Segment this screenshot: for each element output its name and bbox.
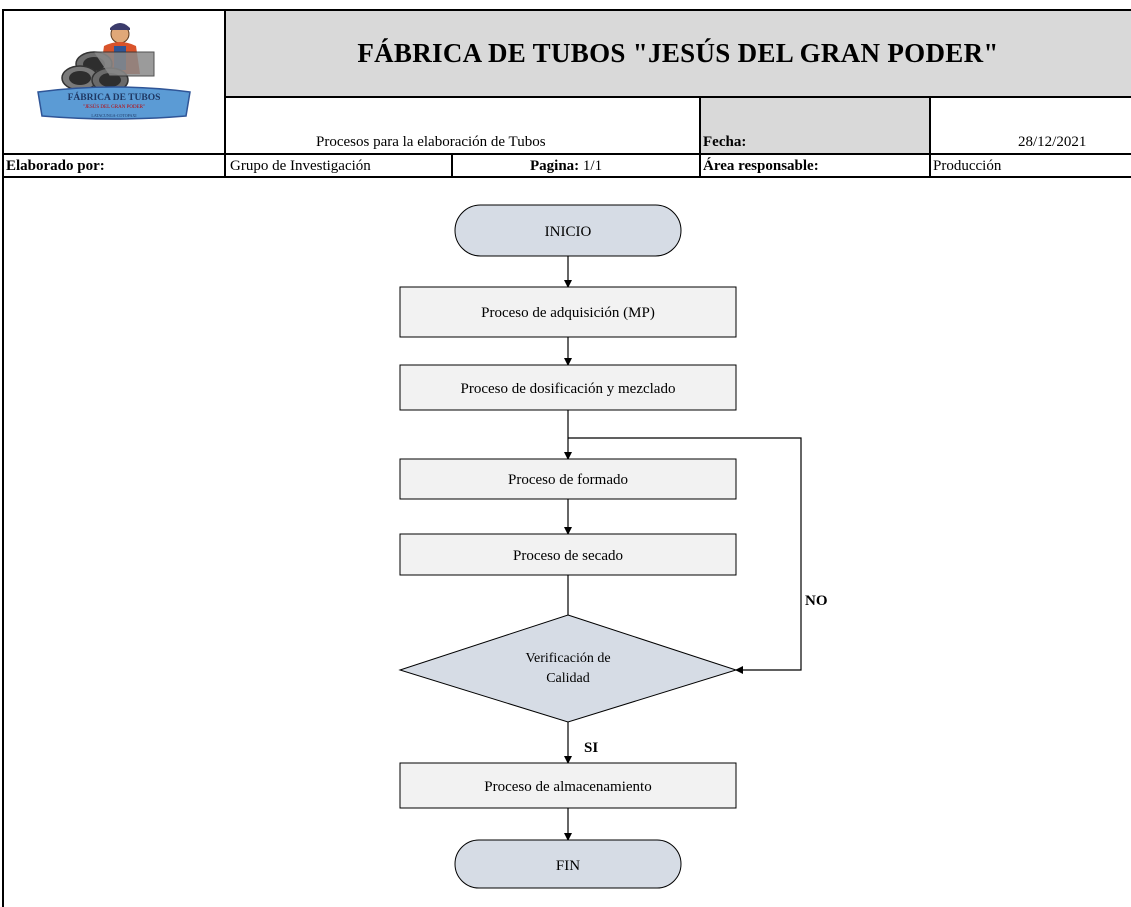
area-label: Área responsable: (703, 158, 819, 174)
grid-line-pagina-left (451, 153, 453, 177)
decision-quality-check (398, 614, 738, 723)
logo-line2: "JESÚS DEL GRAN PODER" (83, 104, 145, 110)
decision-label-line1: Verificación de (525, 651, 610, 666)
grid-line-top (2, 9, 1131, 11)
start-label: INICIO (545, 224, 592, 240)
end-label: FIN (556, 858, 580, 874)
process-dosing-mixing-label: Proceso de dosificación y mezclado (461, 381, 676, 397)
process-dosing-mixing (399, 364, 737, 411)
process-forming-label: Proceso de formado (508, 472, 628, 488)
elaborado-label: Elaborado por: (6, 158, 105, 174)
process-forming (399, 458, 737, 500)
process-storage (399, 762, 737, 809)
fecha-label-cell (700, 96, 930, 154)
fecha-label: Fecha: (703, 134, 747, 150)
elaborado-value: Grupo de Investigación (230, 158, 371, 174)
area-value: Producción (933, 158, 1002, 174)
fecha-value: 28/12/2021 (1018, 134, 1087, 150)
end-terminal (454, 839, 682, 889)
page-title: FÁBRICA DE TUBOS "JESÚS DEL GRAN PODER" (357, 37, 999, 68)
company-logo: FÁBRICA DE TUBOS "JESÚS DEL GRAN PODER" … (34, 16, 194, 126)
process-drying (399, 533, 737, 576)
subtitle: Procesos para la elaboración de Tubos (316, 134, 546, 150)
process-drying-label: Proceso de secado (513, 548, 623, 564)
pagina-label: Pagina: (530, 158, 580, 174)
yes-branch-label: SI (584, 740, 598, 756)
pagina-value: 1/1 (582, 158, 603, 174)
pagina-field: Pagina: 1/1 (530, 157, 602, 175)
grid-line-header-mid (2, 153, 1131, 155)
connector-no-loop (568, 437, 802, 674)
process-acquisition-label: Proceso de adquisición (MP) (481, 305, 655, 321)
grid-line-logo-right (224, 9, 226, 177)
process-acquisition (399, 286, 737, 338)
title-cell (225, 10, 1131, 96)
grid-line-title-bottom (225, 96, 1131, 98)
decision-label-line2: Calidad (546, 671, 590, 686)
grid-line-left (2, 9, 4, 907)
logo-line3: LATACUNGA-COTOPAXI (91, 113, 137, 118)
grid-line-fecha-left (699, 96, 701, 177)
no-branch-label: NO (805, 593, 828, 609)
logo-line1: FÁBRICA DE TUBOS (68, 91, 161, 103)
start-terminal (454, 204, 682, 257)
grid-line-header-bottom (2, 176, 1131, 178)
grid-line-fecha-right (929, 96, 931, 177)
process-storage-label: Proceso de almacenamiento (484, 779, 651, 795)
